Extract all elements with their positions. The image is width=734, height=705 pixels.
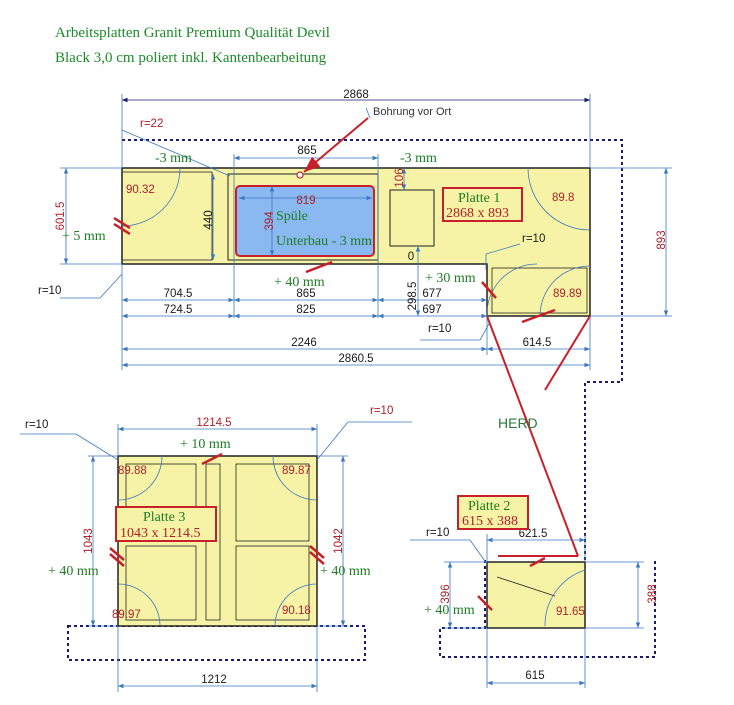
dim-440: 440 <box>203 210 215 229</box>
room-outline <box>67 139 656 661</box>
dim-394: 394 <box>264 211 276 231</box>
plate-1-label-box <box>442 187 523 222</box>
plate-2 <box>477 556 586 629</box>
dim-396: 396 <box>440 584 452 603</box>
angle-89-8: 89.8 <box>552 192 574 204</box>
r10-plate2: r=10 <box>426 527 449 539</box>
dim-614-5: 614.5 <box>523 337 552 349</box>
r10-right-label: r=10 <box>522 233 545 245</box>
angle-91-65: 91.65 <box>556 606 585 618</box>
dim-621-5: 621.5 <box>519 528 548 540</box>
dim-1214-5: 1214.5 <box>196 417 231 429</box>
unterbau-label: Unterbau - 3 mm <box>276 234 372 249</box>
dim-1212: 1212 <box>201 674 227 686</box>
plus40-plate3-right: + 40 mm <box>320 564 371 579</box>
dim-0: 0 <box>408 251 414 263</box>
plate-3-label: Platte 3 <box>143 510 185 525</box>
dim-865-bottom: 865 <box>296 288 315 300</box>
dim-2246: 2246 <box>291 337 317 349</box>
r10-left-label: r=10 <box>38 285 61 297</box>
plus40-label: + 40 mm <box>274 275 325 290</box>
plate-2-size: 615 x 388 <box>462 514 518 529</box>
dim-1043: 1043 <box>83 528 95 554</box>
bohrung-label: Bohrung vor Ort <box>373 106 451 118</box>
plate-3-dimensions <box>20 421 412 692</box>
plate-2-label-box <box>457 495 529 530</box>
herd-indicator <box>486 315 591 557</box>
dim-1042: 1042 <box>333 528 345 554</box>
herd-label: HERD <box>498 415 538 431</box>
dim-677: 677 <box>422 288 441 300</box>
minus3-left: -3 mm <box>155 151 192 166</box>
plate-1-size: 2868 x 893 <box>446 206 509 221</box>
minus3-right: -3 mm <box>400 151 437 166</box>
plus30-label: + 30 mm <box>425 271 476 286</box>
plus40-plate3-left: + 40 mm <box>48 564 99 579</box>
r10-plate3-right: r=10 <box>370 405 393 417</box>
plus5-label: + 5 mm <box>62 229 106 244</box>
angle-90-18: 90.18 <box>282 605 311 617</box>
dim-819: 819 <box>296 195 315 207</box>
dim-724-5: 724.5 <box>164 304 193 316</box>
r10-plate3-left: r=10 <box>25 419 48 431</box>
dim-865-top: 865 <box>297 145 316 157</box>
dim-106: 106 <box>394 168 406 187</box>
dim-893: 893 <box>656 230 668 249</box>
angle-90-32: 90.32 <box>126 184 155 196</box>
angle-89-89: 89.89 <box>553 288 582 300</box>
angle-89-97: 89.97 <box>112 609 141 621</box>
plus40-plate2: + 40 mm <box>424 603 475 618</box>
angle-89-87: 89.87 <box>282 465 311 477</box>
dim-697: 697 <box>422 304 441 316</box>
drill-hole <box>296 171 304 179</box>
dim-704-5: 704.5 <box>164 288 193 300</box>
dim-601-5: 601.5 <box>55 202 67 231</box>
r10-bottom-label: r=10 <box>428 323 451 335</box>
r22-label: r=22 <box>140 118 163 130</box>
dim-2860-5: 2860.5 <box>338 353 373 365</box>
plate-1-label: Platte 1 <box>458 191 500 206</box>
angle-89-88: 89.88 <box>118 465 147 477</box>
dim-615: 615 <box>525 670 544 682</box>
dim-298-5: 298.5 <box>407 282 419 311</box>
dim-2868: 2868 <box>343 89 369 101</box>
plate-3-size: 1043 x 1214.5 <box>120 526 201 541</box>
plate-1-dimensions <box>60 94 672 370</box>
plate-2-dimensions <box>410 534 644 688</box>
plate-2-outline <box>486 561 586 629</box>
spuele-label: Spüle <box>276 209 308 224</box>
plus10-label: + 10 mm <box>180 437 231 452</box>
dim-388: 388 <box>647 584 659 603</box>
plate-3-label-box <box>115 506 217 542</box>
title-line-2: Black 3,0 cm poliert inkl. Kantenbearbei… <box>55 50 327 66</box>
title-line-1: Arbeitsplatten Granit Premium Qualität D… <box>55 25 330 41</box>
plate-2-label: Platte 2 <box>468 499 510 514</box>
dim-825: 825 <box>296 304 315 316</box>
